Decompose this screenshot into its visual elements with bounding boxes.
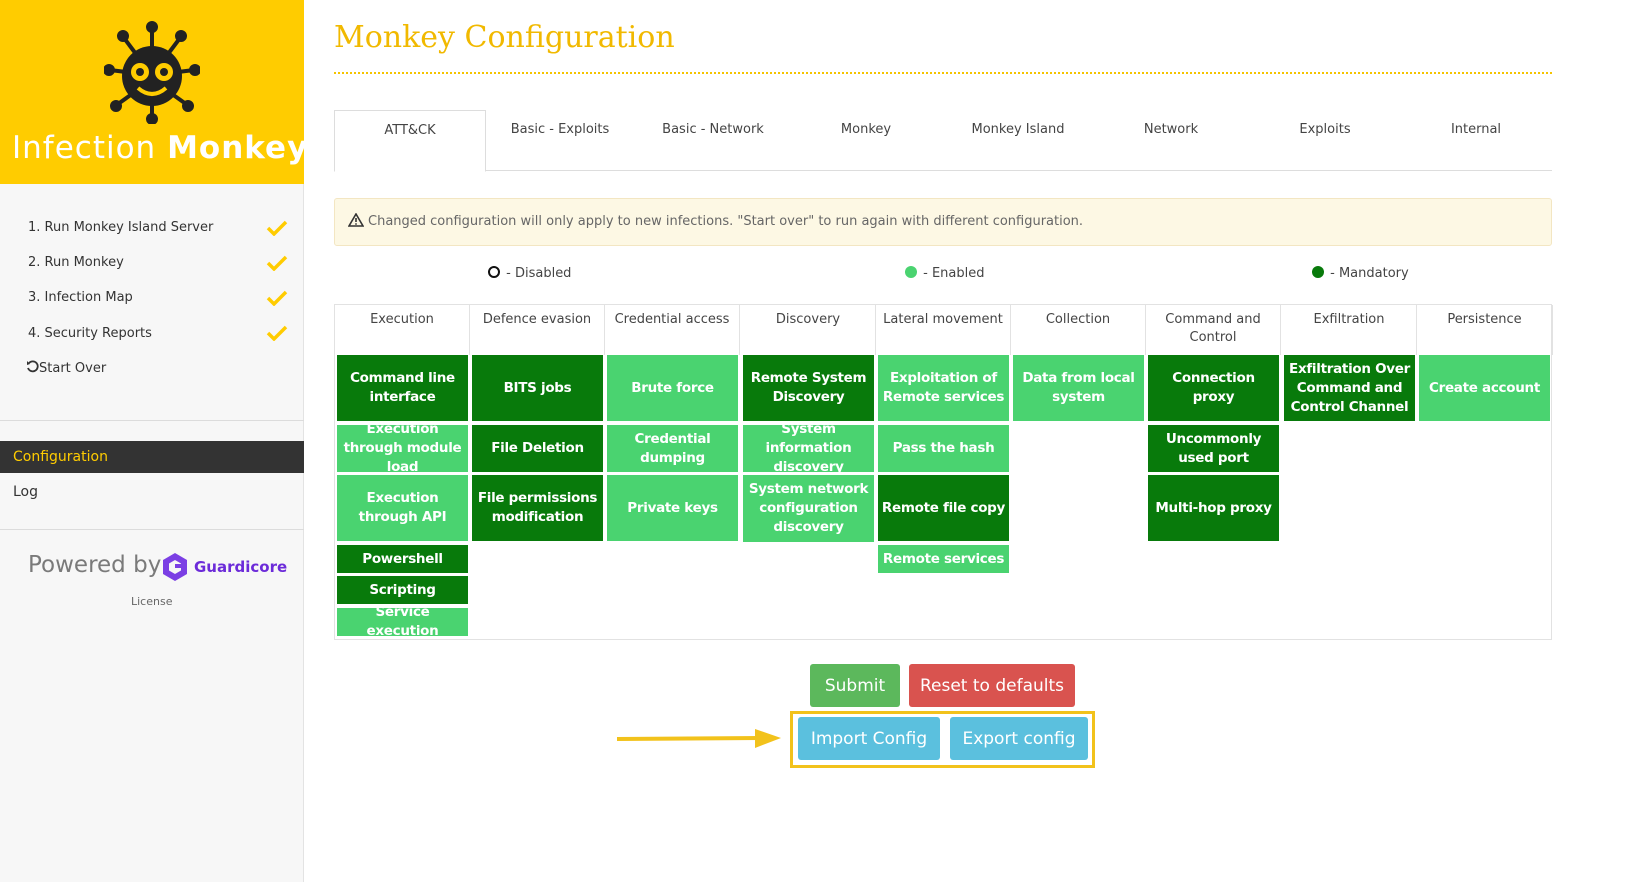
guardicore-logo-icon (163, 553, 187, 581)
technique-cell[interactable]: Execution through module load (337, 421, 468, 475)
matrix-column-header: Exfiltration (1282, 305, 1417, 355)
technique-cell[interactable]: File Deletion (472, 425, 603, 472)
tab-monkey[interactable]: Monkey (840, 122, 892, 137)
technique-cell[interactable]: Exfiltration Over Command and Control Ch… (1284, 355, 1415, 421)
powered-by-text: Powered by (28, 552, 162, 578)
matrix-column-header: Command and Control (1146, 305, 1281, 355)
technique-cell[interactable]: Execution through API (337, 475, 468, 541)
nav-step-run-monkey[interactable]: 2. Run Monkey (28, 255, 124, 270)
technique-cell[interactable]: Pass the hash (878, 425, 1009, 472)
technique-cell[interactable]: System information discovery (743, 421, 874, 475)
page-title: Monkey Configuration (334, 20, 675, 55)
tab-internal[interactable]: Internal (1450, 122, 1502, 137)
legend-enabled: - Enabled (905, 266, 985, 281)
matrix-column-header: Lateral movement (876, 305, 1011, 355)
technique-cell[interactable]: Remote services (878, 545, 1009, 573)
check-icon (266, 290, 288, 306)
arrow-icon (616, 729, 781, 748)
legend-disabled: - Disabled (488, 266, 571, 281)
technique-cell[interactable]: Private keys (607, 475, 738, 541)
tab-exploits[interactable]: Exploits (1299, 122, 1351, 137)
mandatory-dot-icon (1312, 266, 1324, 278)
warning-icon (347, 212, 365, 227)
matrix-column-header: Persistence (1417, 305, 1553, 355)
submit-button[interactable]: Submit (810, 664, 900, 707)
technique-cell[interactable]: Command line interface (337, 355, 468, 421)
check-icon (266, 325, 288, 341)
disabled-dot-icon (488, 266, 500, 278)
divider (0, 420, 304, 421)
matrix-column-header: Collection (1011, 305, 1146, 355)
technique-cell[interactable]: Multi-hop proxy (1148, 475, 1279, 541)
technique-cell[interactable]: Credential dumping (607, 425, 738, 472)
check-icon (266, 220, 288, 236)
nav-step-infection-map[interactable]: 3. Infection Map (28, 290, 133, 305)
nav-configuration[interactable]: Configuration (0, 441, 304, 473)
tab-basic-network[interactable]: Basic - Network (662, 122, 764, 137)
matrix-column-header: Credential access (605, 305, 740, 355)
nav-log[interactable]: Log (13, 484, 39, 500)
nav-step-security-reports[interactable]: 4. Security Reports (28, 326, 152, 341)
title-divider (334, 72, 1552, 74)
matrix-column-header: Defence evasion (470, 305, 605, 355)
nav-step-run-island[interactable]: 1. Run Monkey Island Server (28, 220, 214, 235)
tab-attack[interactable]: ATT&CK (334, 110, 486, 172)
logo[interactable]: Infection Monkey (0, 0, 307, 184)
highlight-box (790, 711, 1095, 768)
technique-cell[interactable]: Service execution (337, 604, 468, 639)
technique-cell[interactable]: Remote System Discovery (743, 355, 874, 421)
reset-defaults-button[interactable]: Reset to defaults (909, 664, 1075, 707)
technique-cell[interactable]: Connection proxy (1148, 355, 1279, 421)
monkey-icon (104, 21, 200, 124)
technique-cell[interactable]: Remote file copy (878, 475, 1009, 541)
enabled-dot-icon (905, 266, 917, 278)
undo-icon (27, 360, 39, 373)
warning-text: Changed configuration will only apply to… (368, 214, 1084, 229)
technique-cell[interactable]: File permissions modification (472, 475, 603, 541)
import-config-button[interactable]: Import Config (798, 717, 940, 760)
technique-cell[interactable]: BITS jobs (472, 355, 603, 421)
start-over-link[interactable]: Start Over (26, 360, 106, 376)
sidebar: Infection Monkey 1. Run Monkey Island Se… (0, 0, 307, 882)
tab-monkey-island[interactable]: Monkey Island (971, 122, 1065, 137)
technique-cell[interactable]: Brute force (607, 355, 738, 421)
technique-cell[interactable]: Create account (1419, 355, 1550, 421)
technique-cell[interactable]: System network configuration discovery (743, 475, 874, 542)
export-config-button[interactable]: Export config (950, 717, 1088, 760)
technique-cell[interactable]: Scripting (337, 576, 468, 604)
technique-cell[interactable]: Data from local system (1013, 355, 1144, 421)
tab-network[interactable]: Network (1143, 122, 1199, 137)
divider (0, 529, 304, 530)
technique-cell[interactable]: Exploitation of Remote services (878, 355, 1009, 421)
tab-basic-exploits[interactable]: Basic - Exploits (510, 122, 610, 137)
matrix-column-header: Discovery (741, 305, 876, 355)
legend-mandatory: - Mandatory (1312, 266, 1409, 281)
config-tabs: ATT&CK Basic - Exploits Basic - Network … (334, 110, 1552, 172)
matrix-column-header: Execution (335, 305, 470, 355)
guardicore-brand: Guardicore (194, 558, 288, 576)
check-icon (266, 255, 288, 271)
warning-alert: Changed configuration will only apply to… (334, 198, 1552, 246)
technique-cell[interactable]: Powershell (337, 545, 468, 573)
technique-cell[interactable]: Uncommonly used port (1148, 425, 1279, 472)
logo-text: Infection Monkey (12, 130, 309, 166)
license-link[interactable]: License (131, 595, 173, 608)
